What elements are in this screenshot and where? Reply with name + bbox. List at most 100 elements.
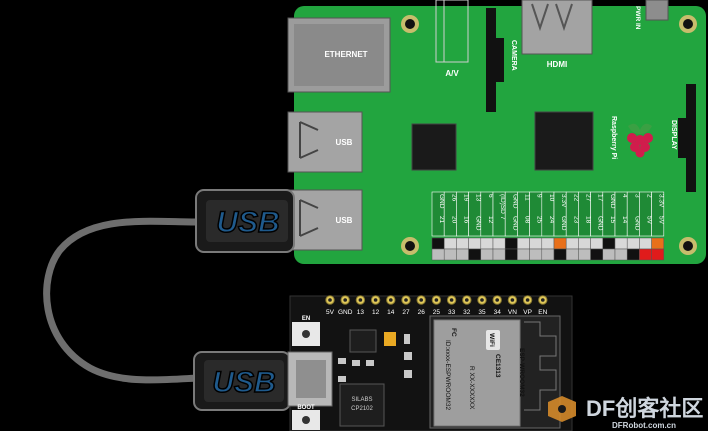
esp32-pin-label: 34 [494,309,502,316]
module-fc: FC [450,328,457,337]
esp32-pin-label: EN [538,309,547,316]
gpio-pin [443,237,457,250]
gpio-top-label: 9 [536,194,543,198]
gpio-bottom-label: GND [560,216,567,231]
watermark-url: DFRobot.com.cn [612,421,676,430]
gpio-pin [602,237,616,250]
gpio-top-label: 4 [621,194,628,198]
chip-line-1: SILABS [351,397,372,403]
gpio-top-label: 26 [450,194,457,202]
gpio-top-label: 3 [633,194,640,198]
gpio-bottom-label: 25 [536,216,543,224]
gpio-bottom-label: 12 [487,216,494,224]
usb-cable: USB USB [43,189,295,411]
gpio-pin [517,237,530,250]
brand-label: Raspberry Pi [610,116,617,159]
gpio-bottom-label: 08 [524,216,531,224]
gpio-top-label: 27 [585,194,592,202]
esp32-pin-label: 32 [463,309,471,316]
raspberry-pi-board: ETHERNET USB USB A/V CAMERA HDMI PWR IN … [287,0,706,264]
gpio-pin [456,237,469,250]
gpio-label-cell [614,191,628,237]
gpio-label-cell [480,191,494,237]
gpio-pin [639,237,652,250]
esp32-pin-label: GND [338,309,353,316]
usb-plug-bottom-label: USB [212,366,275,399]
gpio-header: GND212620191613GND612(ID)SD7GNDGND110892… [431,191,665,261]
usb-plug-bottom: USB [193,351,291,411]
display-label: DISPLAY [670,120,677,150]
gpio-top-label: 3.3V [658,194,665,208]
watermark-text: DF创客社区 [586,396,703,421]
gpio-pin [651,237,665,250]
module-shield [433,319,521,427]
gpio-bottom-label: 5V [658,216,665,225]
gpio-pin [541,237,555,250]
camera-label: CAMERA [510,40,517,71]
gpio-top-label: GND [609,194,616,209]
gpio-bottom-label: 23 [572,216,579,224]
module-id: ID:xxxx-ESPWROOM32 [444,340,451,410]
gpio-pin [626,237,640,250]
watermark: DF创客社区 DFRobot.com.cn [548,396,703,430]
power-port [645,0,669,21]
usb-plug-top-label: USB [216,206,279,239]
gpio-pin [590,248,604,261]
esp32-pin-label: 33 [448,309,456,316]
gpio-pin [639,248,652,261]
gpio-bottom-label: 15 [609,216,616,224]
gpio-top-label: GND [438,194,445,209]
gpio-pin [443,248,457,261]
esp32-pin-label: VP [523,309,532,316]
gpio-top-label: 17 [597,194,604,202]
dfrobot-logo-icon [548,396,576,422]
gpio-pin [565,248,579,261]
gpio-bottom-label: 7 [499,216,506,220]
gpio-pin [529,237,543,250]
gpio-pin [504,237,518,250]
gpio-pin [480,248,494,261]
gpio-pin [565,237,579,250]
gpio-pin [578,248,591,261]
gpio-pin [456,248,469,261]
usb-top-label: USB [336,138,353,147]
esp32-pin-label: 27 [402,309,410,316]
gpio-pin [431,237,445,250]
chip-line-2: CP2102 [351,406,373,412]
gpio-top-label: GND [511,194,518,209]
esp32-pin-label: 26 [418,309,426,316]
gpio-pin [626,248,640,261]
gpio-label-cell [651,191,665,237]
usb-bottom-label: USB [336,216,353,225]
gpio-pin [614,237,628,250]
gpio-pin [492,248,506,261]
gpio-bottom-label: GND [475,216,482,231]
chip-soc [534,111,594,171]
esp32-pin-label: VN [508,309,517,316]
gpio-pin [602,248,616,261]
gpio-pin [614,248,628,261]
gpio-top-label: 6 [487,194,494,198]
usb-plug-top: USB [195,189,295,253]
module-rid: R XX-XXXXXX [468,366,475,410]
gpio-pin [553,237,567,250]
gpio-bottom-label: 24 [548,216,555,224]
gpio-top-label: 2 [646,194,653,198]
wifi-logo-icon: WiFi [488,333,495,347]
esp32-pin-label: 5V [326,309,335,316]
gpio-pin [431,248,445,261]
ethernet-label: ETHERNET [324,50,367,59]
gpio-pin [529,248,543,261]
gpio-bottom-label: GND [633,216,640,231]
gpio-pin [578,237,591,250]
gpio-pin [553,248,567,261]
gpio-bottom-label: 18 [585,216,592,224]
gpio-top-label: 11 [524,194,531,201]
gpio-pin [504,248,518,261]
en-button-label: EN [302,316,310,322]
gpio-bottom-label: GND [511,216,518,231]
gpio-pin [541,248,555,261]
esp32-pin-label: 13 [357,309,365,316]
